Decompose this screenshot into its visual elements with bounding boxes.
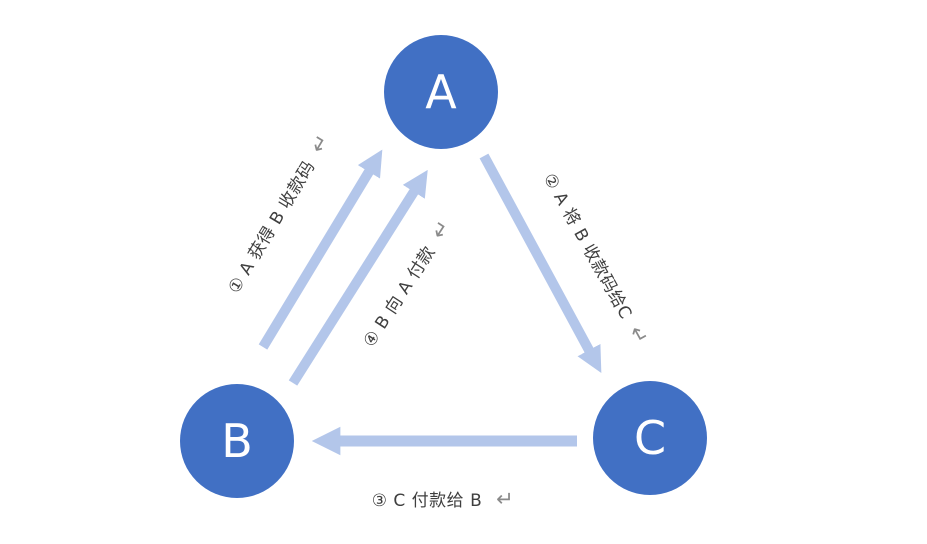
node-b-circle: [180, 384, 294, 498]
node-c: C: [593, 381, 707, 495]
arrow-step4-b-to-a: [288, 169, 428, 386]
arrow-step2-a-to-c: [479, 153, 602, 373]
edge-label-step3: ③ C 付款给 B ↵: [372, 487, 515, 511]
edge-label-step2-text: ② A 将 B 收款码给C: [539, 170, 636, 323]
edge-label-step2-return-icon: ↵: [624, 322, 654, 349]
edge-label-step1-return-icon: ↵: [305, 130, 335, 158]
edge-label-step3-text: ③ C 付款给 B: [372, 491, 482, 511]
edge-label-step2: ② A 将 B 收款码给C ↵: [539, 168, 654, 349]
node-c-circle: [593, 381, 707, 495]
node-b: B: [180, 384, 294, 498]
edge-label-step1: ① A 获得 B 收款码 ↵: [221, 130, 335, 298]
edge-label-step3-return-icon: ↵: [496, 487, 514, 511]
node-b-label: B: [221, 414, 253, 468]
edge-label-step4: ④ B 向 A 付款 ↵: [356, 215, 456, 351]
arrow-step1-b-to-a: [258, 149, 383, 350]
node-a-circle: [384, 35, 498, 149]
node-a-label: A: [425, 65, 457, 119]
node-a: A: [384, 35, 498, 149]
node-c-label: C: [634, 411, 666, 465]
edge-label-step4-return-icon: ↵: [426, 215, 456, 243]
